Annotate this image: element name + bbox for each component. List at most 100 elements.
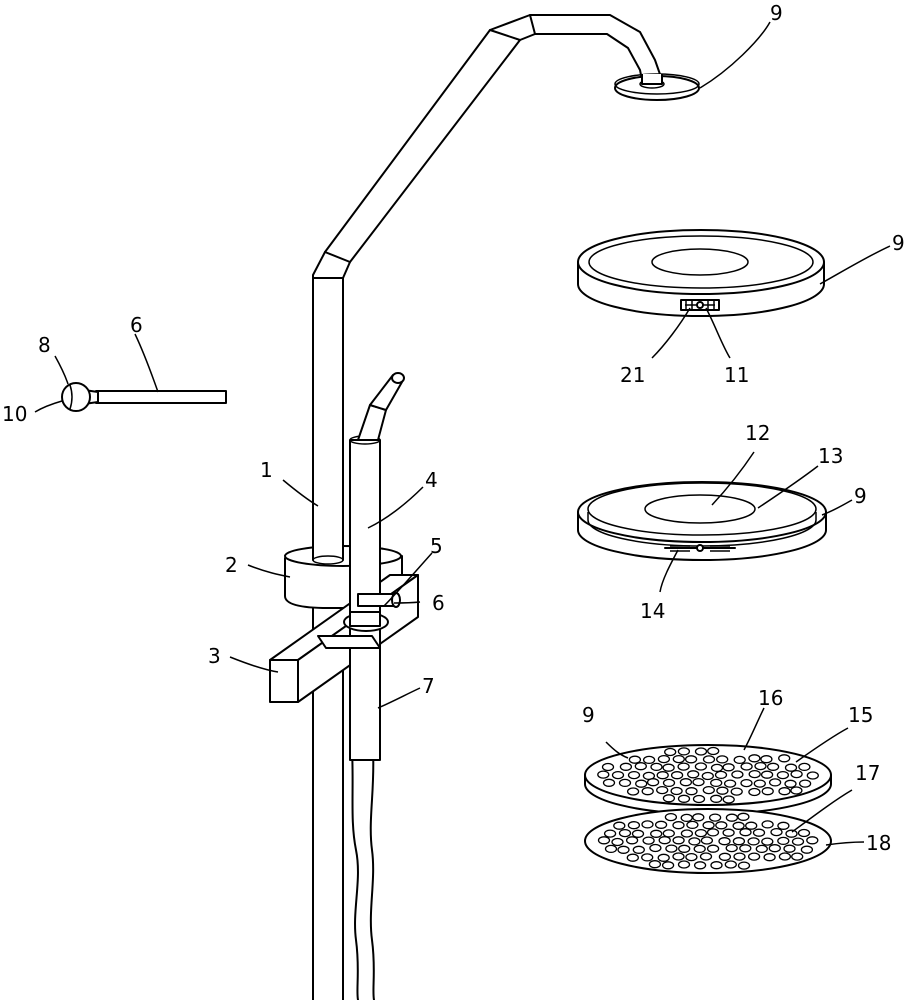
perforation-hole	[650, 762, 663, 772]
perforation-hole	[702, 785, 715, 795]
perforation-hole	[693, 844, 706, 854]
perforation-hole	[718, 852, 732, 861]
perforation-hole	[798, 779, 812, 788]
perforation-hole	[702, 755, 716, 764]
perforation-hole	[760, 770, 774, 779]
perforation-hole	[650, 829, 663, 838]
perforation-hole	[776, 770, 790, 780]
perforation-hole	[766, 762, 780, 771]
label-16: 16	[758, 686, 783, 710]
perforation-hole	[798, 762, 811, 772]
label-13: 13	[818, 444, 843, 468]
perforation-hole	[748, 787, 761, 797]
perforation-hole	[672, 852, 685, 861]
perforation-hole	[745, 821, 758, 830]
perforation-hole	[670, 786, 683, 796]
label-17: 17	[855, 761, 880, 785]
perforation-hole	[791, 837, 805, 846]
perforation-hole	[597, 836, 611, 845]
perforation-hole	[784, 763, 798, 772]
perforation-hole	[737, 861, 751, 870]
label-9-disc-bottom: 9	[582, 703, 595, 727]
label-1: 1	[260, 458, 273, 482]
perforation-hole	[672, 821, 685, 830]
perforation-hole	[710, 861, 723, 870]
perforation-hole	[665, 844, 678, 853]
perforation-hole	[679, 778, 693, 787]
perforation-hole	[763, 853, 776, 862]
perforation-hole	[761, 820, 774, 829]
label-9-head: 9	[770, 1, 783, 25]
label-14: 14	[640, 599, 665, 623]
perforation-hole	[706, 844, 720, 853]
perforation-hole	[740, 778, 753, 788]
perforation-hole	[646, 778, 660, 787]
perforation-hole	[627, 821, 641, 830]
perforation-hole	[707, 746, 720, 756]
perforated-plate-upper	[584, 744, 832, 815]
label-11: 11	[724, 363, 749, 387]
holes-upper	[597, 746, 819, 804]
perforation-hole	[642, 755, 656, 765]
perforation-hole	[603, 829, 617, 838]
perforation-hole	[685, 852, 698, 862]
perforation-hole	[730, 787, 743, 796]
perforation-hole	[626, 787, 640, 796]
perforation-hole	[806, 836, 819, 845]
perforation-hole	[631, 829, 645, 838]
perforation-hole	[661, 861, 675, 870]
perforation-hole	[662, 794, 676, 803]
perforation-hole	[806, 771, 819, 780]
label-9-disc-top: 9	[892, 231, 905, 255]
perforation-hole	[706, 828, 720, 837]
perforation-hole	[692, 813, 705, 822]
perforated-plate-lower	[584, 808, 832, 874]
perforation-hole	[723, 779, 737, 788]
perforation-hole	[611, 770, 625, 780]
perforation-hole	[693, 861, 707, 870]
leader-lines	[34, 21, 891, 846]
perforation-hole	[722, 763, 735, 772]
perforation-hole	[678, 844, 691, 853]
perforation-hole	[656, 771, 669, 780]
perforation-hole	[722, 795, 735, 804]
hose	[351, 749, 375, 1000]
perforation-hole	[642, 836, 655, 845]
perforation-hole	[748, 754, 761, 763]
disc-with-magnet	[577, 229, 825, 317]
perforation-hole	[664, 812, 678, 822]
perforation-hole	[710, 763, 724, 773]
perforation-hole	[725, 843, 738, 853]
shower-head	[614, 73, 700, 101]
perforation-hole	[692, 794, 706, 804]
label-5: 5	[430, 534, 443, 558]
perforation-hole	[732, 821, 745, 830]
perforation-hole	[694, 747, 708, 756]
perforation-hole	[790, 769, 803, 779]
perforation-hole	[662, 763, 675, 772]
perforation-hole	[684, 755, 698, 764]
perforation-hole	[760, 755, 773, 764]
perforation-hole	[694, 762, 708, 771]
label-4: 4	[425, 468, 438, 492]
handle-rod	[61, 382, 227, 412]
perforation-hole	[677, 747, 691, 756]
perforation-hole	[791, 852, 804, 861]
perforation-hole	[657, 754, 671, 764]
label-18: 18	[866, 831, 891, 855]
perforation-hole	[761, 787, 774, 796]
perforation-hole	[617, 845, 630, 854]
perforation-hole	[716, 786, 729, 795]
perforation-hole	[755, 844, 768, 854]
perforation-hole	[687, 770, 700, 779]
perforation-hole	[604, 844, 618, 854]
perforation-hole	[670, 771, 684, 780]
perforation-hole	[737, 812, 750, 821]
perforation-hole	[635, 779, 648, 788]
label-10: 10	[2, 402, 27, 426]
perforation-hole	[649, 843, 662, 853]
perforation-hole	[618, 828, 632, 838]
perforation-hole	[597, 770, 610, 779]
perforation-hole	[702, 821, 715, 830]
